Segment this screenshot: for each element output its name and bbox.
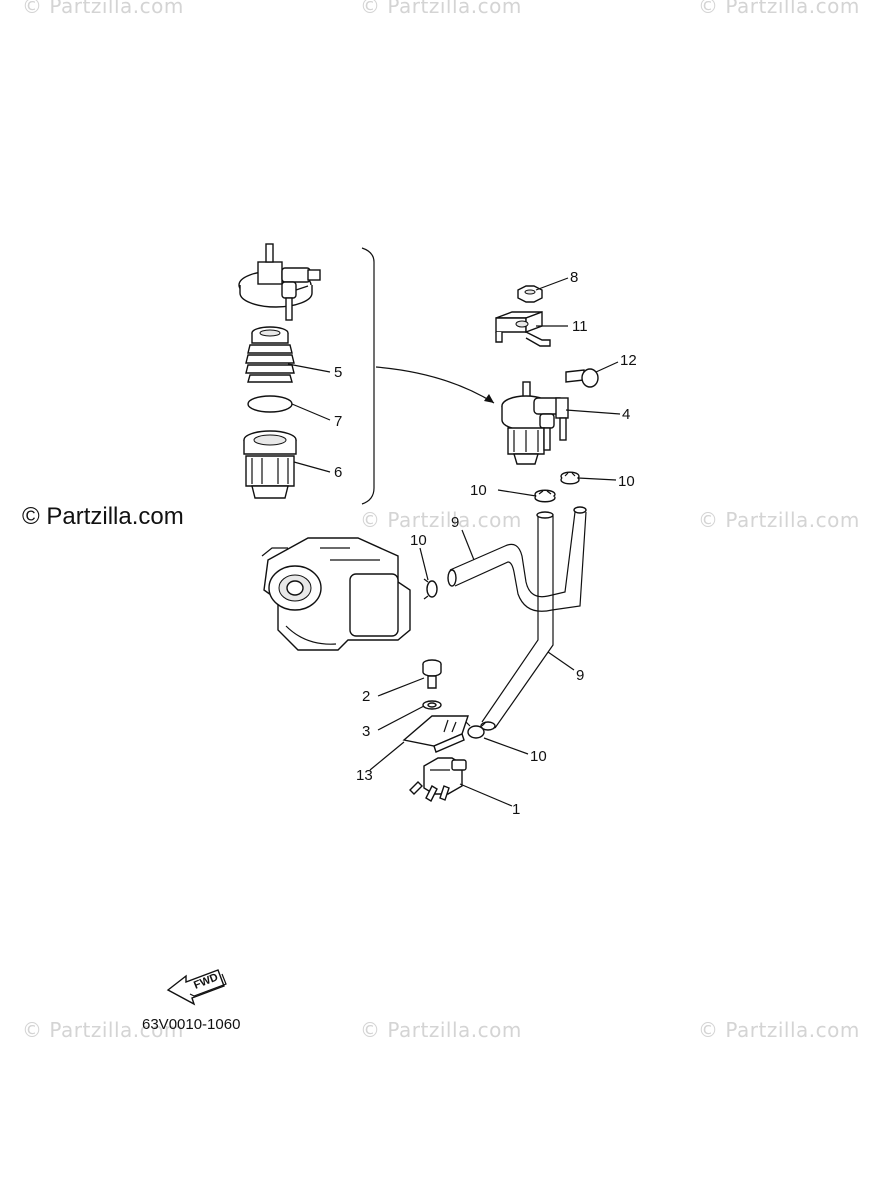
hose-clip[interactable] (423, 578, 438, 600)
hose-clip[interactable] (560, 471, 580, 485)
callout-11: 11 (572, 318, 588, 335)
watermark: © Partzilla.com (698, 1018, 860, 1042)
watermark: © Partzilla.com (22, 1018, 184, 1042)
filter-element[interactable] (245, 326, 295, 383)
fwd-arrow-icon: FWD (166, 969, 227, 1006)
inset-arrow (375, 366, 495, 404)
brand-label: © Partzilla.com (22, 503, 184, 530)
callout-6: 6 (334, 464, 342, 481)
callout-3: 3 (362, 723, 370, 740)
o-ring[interactable] (247, 395, 293, 413)
diagram-code: 63V0010-1060 (142, 1016, 241, 1033)
screw[interactable] (422, 659, 442, 689)
fuel-hose-long[interactable] (480, 511, 554, 731)
fuel-filter[interactable] (501, 381, 569, 465)
callout-9: 9 (451, 514, 459, 531)
bolt[interactable] (565, 368, 599, 388)
filter-cup[interactable] (243, 430, 297, 499)
callout-1: 1 (512, 801, 520, 818)
leader-lines (287, 277, 621, 807)
filter-bracket[interactable] (495, 310, 551, 347)
watermark: © Partzilla.com (698, 0, 860, 18)
callout-10: 10 (470, 482, 487, 499)
callout-13: 13 (356, 767, 373, 784)
hose-clip[interactable] (465, 721, 487, 739)
callout-7: 7 (334, 413, 342, 430)
joint-bracket[interactable] (402, 715, 469, 753)
nut[interactable] (517, 285, 543, 303)
callout-2: 2 (362, 688, 370, 705)
watermark: © Partzilla.com (698, 508, 860, 532)
filter-inset (238, 243, 495, 505)
callout-10: 10 (530, 748, 547, 765)
callout-4: 4 (622, 406, 630, 423)
washer[interactable] (422, 700, 442, 710)
callout-5: 5 (334, 364, 342, 381)
callout-10: 10 (410, 532, 427, 549)
callout-10: 10 (618, 473, 635, 490)
filter-head-inset[interactable] (238, 243, 321, 321)
carburetor (261, 537, 411, 651)
hose-clip[interactable] (534, 489, 556, 503)
watermark: © Partzilla.com (360, 1018, 522, 1042)
inset-bracket (361, 247, 375, 505)
watermark: © Partzilla.com (360, 0, 522, 18)
watermark: © Partzilla.com (360, 508, 522, 532)
fuel-hose[interactable] (447, 506, 587, 612)
watermark: © Partzilla.com (22, 0, 184, 18)
fuel-joint[interactable] (409, 757, 467, 802)
callout-9: 9 (576, 667, 584, 684)
callout-8: 8 (570, 269, 578, 286)
callout-12: 12 (620, 352, 637, 369)
